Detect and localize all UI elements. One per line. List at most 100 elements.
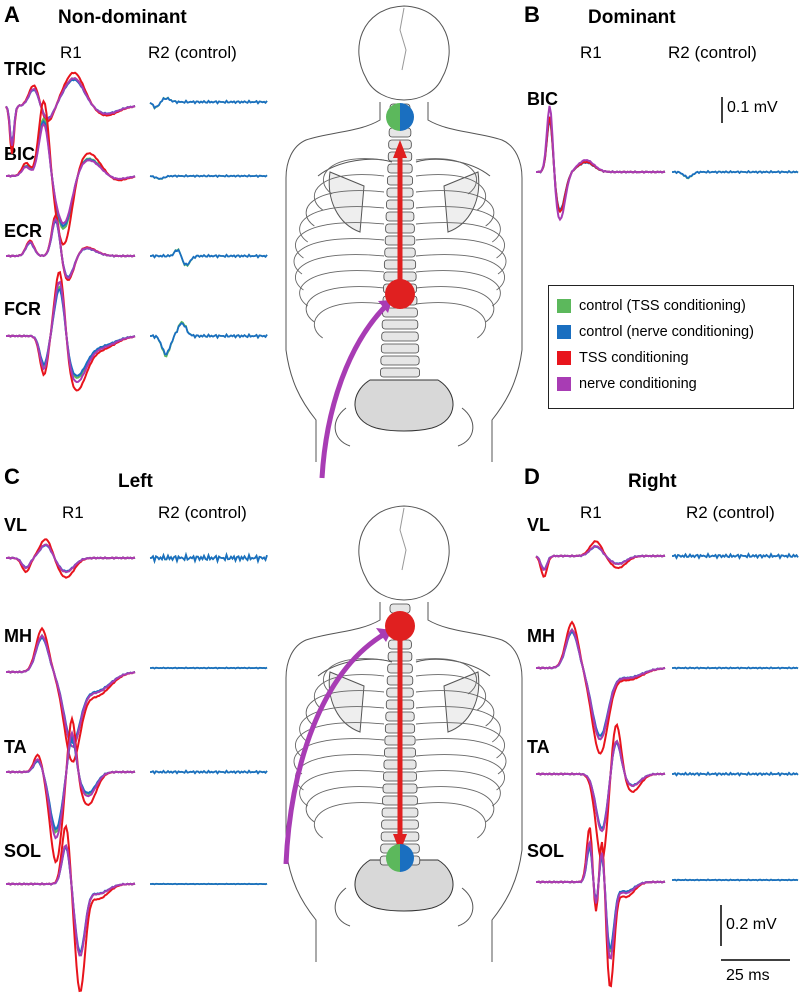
- r2-trace-control-tss: [150, 247, 268, 268]
- r1-trace-nerve-conditioning: [536, 628, 666, 741]
- rib: [299, 270, 385, 307]
- r1-trace-nerve-conditioning: [6, 122, 136, 225]
- legend: control (TSS conditioning) control (nerv…: [548, 285, 794, 409]
- skull-suture: [399, 7, 407, 71]
- muscle-label-ta-d: TA: [527, 737, 550, 757]
- body-outline-right: [427, 102, 523, 462]
- rib: [295, 722, 385, 759]
- r2-trace-control-nerve: [672, 552, 799, 560]
- scale-label-02mv: 0.2 mV: [726, 916, 777, 933]
- r1-trace-tss-conditioning: [536, 620, 666, 755]
- r1-trace-control-nerve: [6, 119, 136, 228]
- muscle-label-mh-d: MH: [527, 626, 555, 646]
- legend-swatch: [557, 299, 571, 313]
- rib: [415, 770, 501, 807]
- rib: [415, 286, 495, 323]
- r1-trace-tss-conditioning: [5, 71, 136, 154]
- clavicle-left: [317, 658, 393, 677]
- muscle-label-ecr: ECR: [4, 221, 43, 241]
- rib: [415, 706, 501, 743]
- vertebra: [381, 319, 419, 330]
- skeleton-lower: [285, 505, 523, 962]
- rib: [299, 206, 385, 243]
- panel-title-c: Left: [118, 471, 153, 492]
- r1-trace-control-nerve: [536, 741, 666, 830]
- recording-site-blue: [400, 103, 414, 131]
- r2-trace-control-nerve: [672, 169, 799, 179]
- skull-suture: [399, 507, 407, 571]
- r1-trace-nerve-conditioning: [6, 843, 136, 957]
- r2-trace-control-nerve: [150, 769, 268, 775]
- scapula-right: [443, 171, 480, 233]
- vertebra: [380, 367, 420, 378]
- r1-trace-nerve-conditioning: [6, 543, 136, 574]
- r1-trace-nerve-conditioning: [536, 739, 666, 833]
- r1-trace-tss-conditioning: [536, 722, 666, 862]
- r1-trace-nerve-conditioning: [5, 77, 136, 146]
- muscle-label-tric: TRIC: [4, 59, 46, 79]
- rib: [299, 706, 385, 743]
- panel-letter-b: B: [524, 2, 540, 27]
- muscle-label-vl-c: VL: [4, 515, 28, 535]
- legend-swatch: [557, 325, 571, 339]
- skull: [358, 5, 450, 101]
- col-label-d-r2: R2 (control): [686, 503, 775, 522]
- body-outline-right: [427, 602, 523, 962]
- emg-traces: [5, 71, 799, 993]
- r2-trace-control-nerve: [150, 248, 268, 267]
- rib: [295, 754, 385, 791]
- sacrum: [354, 859, 454, 912]
- r1-trace-nerve-conditioning: [6, 730, 136, 840]
- legend-item: control (TSS conditioning): [557, 297, 746, 315]
- rib: [305, 786, 385, 823]
- r2-trace-control-nerve: [150, 666, 268, 670]
- legend-item: TSS conditioning: [557, 349, 689, 367]
- body-outline-left: [285, 602, 381, 962]
- r2-trace-control-nerve: [150, 882, 268, 886]
- rib: [415, 802, 487, 839]
- r1-trace-control-nerve: [6, 735, 136, 831]
- muscle-label-vl-d: VL: [527, 515, 551, 535]
- panel-letter-a: A: [4, 2, 20, 27]
- r2-trace-control-nerve: [672, 878, 799, 882]
- rib: [415, 722, 505, 759]
- clavicle-right: [415, 158, 491, 177]
- panel-title-d: Right: [628, 471, 677, 492]
- nerve-conditioning-arrow: [283, 629, 390, 865]
- r2-trace-control-nerve: [672, 666, 799, 670]
- tss-stimulation-site: [385, 279, 415, 309]
- col-label-c-r2: R2 (control): [158, 503, 247, 522]
- scapula-left: [328, 171, 365, 233]
- scapula-left: [328, 671, 365, 733]
- tss-stimulation-site: [385, 611, 415, 641]
- legend-swatch: [557, 377, 571, 391]
- rib: [322, 658, 385, 695]
- recording-site-blue: [400, 844, 414, 872]
- rib: [415, 206, 501, 243]
- rib: [295, 222, 385, 259]
- sacrum: [354, 379, 454, 432]
- rib: [415, 270, 501, 307]
- vertebra: [381, 331, 419, 342]
- r1-trace-nerve-conditioning: [536, 838, 666, 960]
- rib: [415, 254, 505, 291]
- stimulation-lower: [283, 611, 415, 872]
- r1-trace-nerve-conditioning: [536, 105, 666, 222]
- vertebra: [380, 355, 420, 366]
- rib: [415, 674, 487, 711]
- clavicle-left: [317, 158, 393, 177]
- rib: [415, 302, 487, 339]
- rib: [415, 738, 507, 775]
- legend-swatch: [557, 351, 571, 365]
- rib: [313, 174, 385, 211]
- skeleton-upper: [285, 5, 523, 462]
- r2-trace-control-nerve: [149, 96, 268, 110]
- r1-trace-nerve-conditioning: [535, 544, 666, 571]
- col-label-b-r1: R1: [580, 43, 602, 62]
- legend-label: control (nerve conditioning): [579, 324, 754, 340]
- rib: [313, 302, 385, 339]
- recording-site-green: [386, 103, 400, 131]
- skull: [358, 505, 450, 601]
- rib: [322, 158, 385, 195]
